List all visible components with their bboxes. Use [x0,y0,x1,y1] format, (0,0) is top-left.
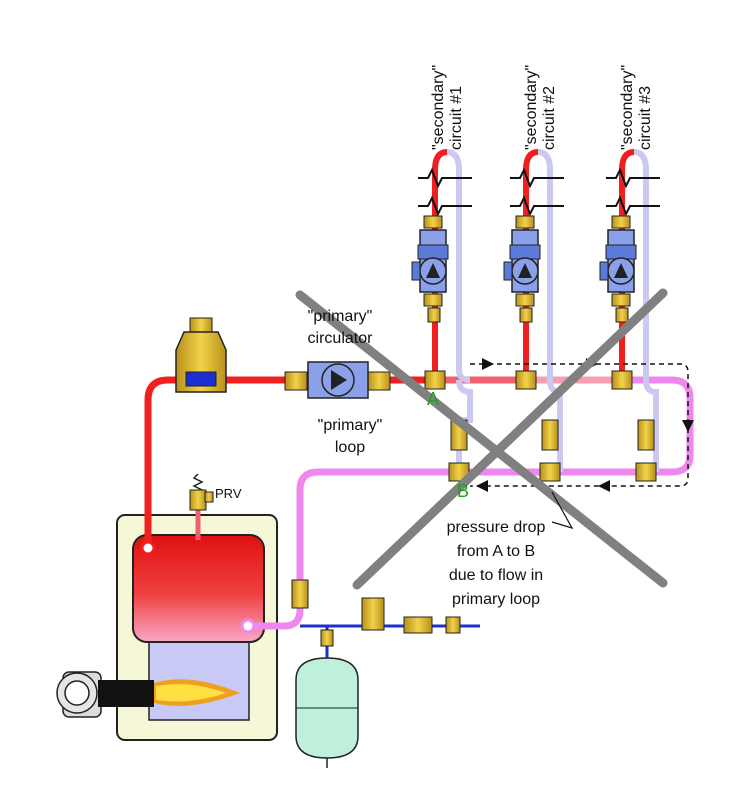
secondary-circuit-label-3: "secondary" circuit #3 [619,65,654,150]
expansion-tank-icon [295,657,359,768]
cross-out-x [295,288,668,590]
primary-loop-label-1: "primary" [318,417,383,434]
svg-text:circuit #2: circuit #2 [541,86,558,150]
svg-text:circuit #3: circuit #3 [637,86,654,150]
pipe-break-symbols [418,167,660,217]
svg-text:primary loop: primary loop [452,591,540,608]
primary-circulator-label-1: "primary" [308,308,373,325]
air-separator-icon [175,317,227,393]
svg-text:"secondary": "secondary" [430,65,447,150]
firebox [148,639,250,721]
primary-circulator-icon [284,361,391,399]
riser-valves [427,307,629,323]
boiler-return-connection [240,618,256,634]
supply-piping [144,376,694,630]
prv-label: PRV [215,486,242,501]
feed-water-valves [320,597,461,647]
svg-text:due to flow in: due to flow in [449,567,543,584]
boiler-supply-connection [140,540,156,556]
flame-icon [154,679,240,706]
secondary-circulator-2-icon [503,215,541,307]
boiler [56,514,278,741]
burner-blower-icon [56,671,154,718]
point-a-label: A [427,389,439,409]
pressure-drop-pointer [551,491,574,529]
secondary-circulator-3-icon [599,215,637,307]
prv-valve-icon [189,473,214,511]
secondary-circuit-label-2: "secondary" circuit #2 [523,65,558,150]
svg-text:pressure drop: pressure drop [447,519,546,536]
point-b-label: B [457,481,469,501]
secondary-circuit-3-piping [619,149,659,472]
boiler-return-valve [291,579,309,609]
secondary-circuit-1-piping [432,148,473,472]
svg-text:circuit #1: circuit #1 [448,86,465,150]
pressure-drop-note: pressure drop from A to B due to flow in… [447,519,546,608]
svg-text:"secondary": "secondary" [523,65,540,150]
secondary-circulator-1-icon [411,215,449,307]
secondary-circuit-label-1: "secondary" circuit #1 [430,65,465,150]
svg-text:"secondary": "secondary" [619,65,636,150]
svg-text:from A to B: from A to B [457,543,535,560]
supply-tees [424,370,633,390]
primary-loop-label-2: loop [335,439,365,456]
primary-circulator-label-2: circulator [308,330,374,347]
